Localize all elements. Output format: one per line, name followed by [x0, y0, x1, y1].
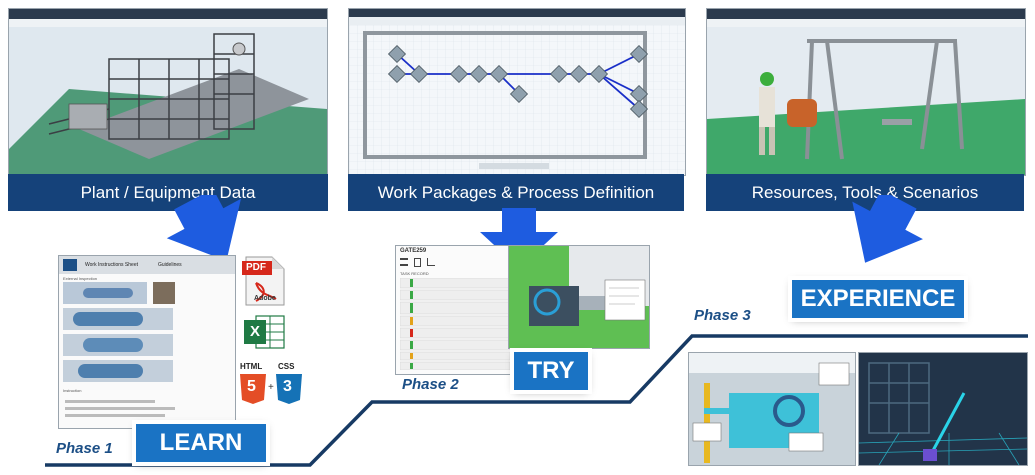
html5-icon: HTML 5	[240, 362, 266, 418]
valve-3d-scene	[509, 246, 649, 348]
task-record-rows	[400, 278, 510, 370]
try-panel-subtitle: TASK RECORD	[400, 271, 429, 276]
try-panel-toolbar	[400, 258, 460, 268]
resources-screenshot	[706, 8, 1026, 176]
experience-vr-view-1	[688, 352, 856, 466]
arrow-work-to-try	[480, 208, 558, 268]
pdf-label: PDF	[246, 262, 266, 273]
try-3d-view	[508, 245, 650, 349]
sheet-tab-instructions[interactable]: Work Instructions Sheet	[85, 262, 138, 268]
work-packages-screenshot	[348, 8, 686, 176]
process-flow-diagram	[349, 9, 685, 175]
work-packages-label: Work Packages & Process Definition	[348, 174, 684, 211]
sheet-tab-bar: Work Instructions Sheet Guidelines	[59, 256, 235, 274]
sheet-section-instruction: Instruction	[63, 388, 82, 393]
experience-button[interactable]: EXPERIENCE	[792, 280, 964, 318]
phase-2-label: Phase 2	[402, 376, 459, 393]
gantry-crane-scene	[707, 9, 1025, 175]
try-task-panel: GATE259 TASK RECORD	[395, 245, 515, 375]
sheet-instruction-lines	[65, 396, 185, 421]
plant-equipment-label: Plant / Equipment Data	[8, 174, 328, 211]
vr-night-scene	[859, 353, 1027, 465]
plus-sign: +	[268, 382, 274, 393]
plant-equipment-screenshot	[8, 8, 328, 176]
sheet-images	[63, 282, 175, 382]
excel-label: X	[250, 323, 261, 340]
phase-1-label: Phase 1	[56, 440, 113, 457]
document-icon[interactable]	[414, 258, 421, 267]
excel-icon: X	[244, 312, 286, 352]
learn-button[interactable]: LEARN	[136, 424, 266, 462]
plant-3d-model	[9, 9, 327, 175]
experience-vr-view-2	[858, 352, 1028, 466]
sheet-tab-guidelines[interactable]: Guidelines	[158, 262, 182, 268]
resources-label: Resources, Tools & Scenarios	[706, 174, 1024, 211]
arrow-plant-to-learn	[166, 195, 241, 261]
css-label: CSS	[278, 362, 295, 371]
html5-number: 5	[247, 378, 256, 395]
css3-number: 3	[283, 378, 292, 395]
sheet-logo-icon	[63, 259, 77, 271]
vr-pipe-scene	[689, 353, 855, 465]
phase-3-label: Phase 3	[694, 307, 751, 324]
chart-icon[interactable]	[427, 258, 435, 266]
css3-icon: CSS 3	[276, 362, 302, 418]
work-instruction-sheet: Work Instructions Sheet Guidelines Exter…	[58, 255, 236, 429]
pdf-icon: PDF Adobe	[240, 255, 286, 307]
arrow-resources-to-experience	[852, 195, 923, 263]
try-panel-title: GATE259	[400, 248, 427, 254]
html-label: HTML	[240, 362, 263, 371]
try-button[interactable]: TRY	[514, 352, 588, 390]
pdf-adobe-label: Adobe	[254, 295, 276, 302]
menu-icon[interactable]	[400, 258, 408, 266]
sheet-section-inspection: External Inspection	[63, 276, 98, 281]
